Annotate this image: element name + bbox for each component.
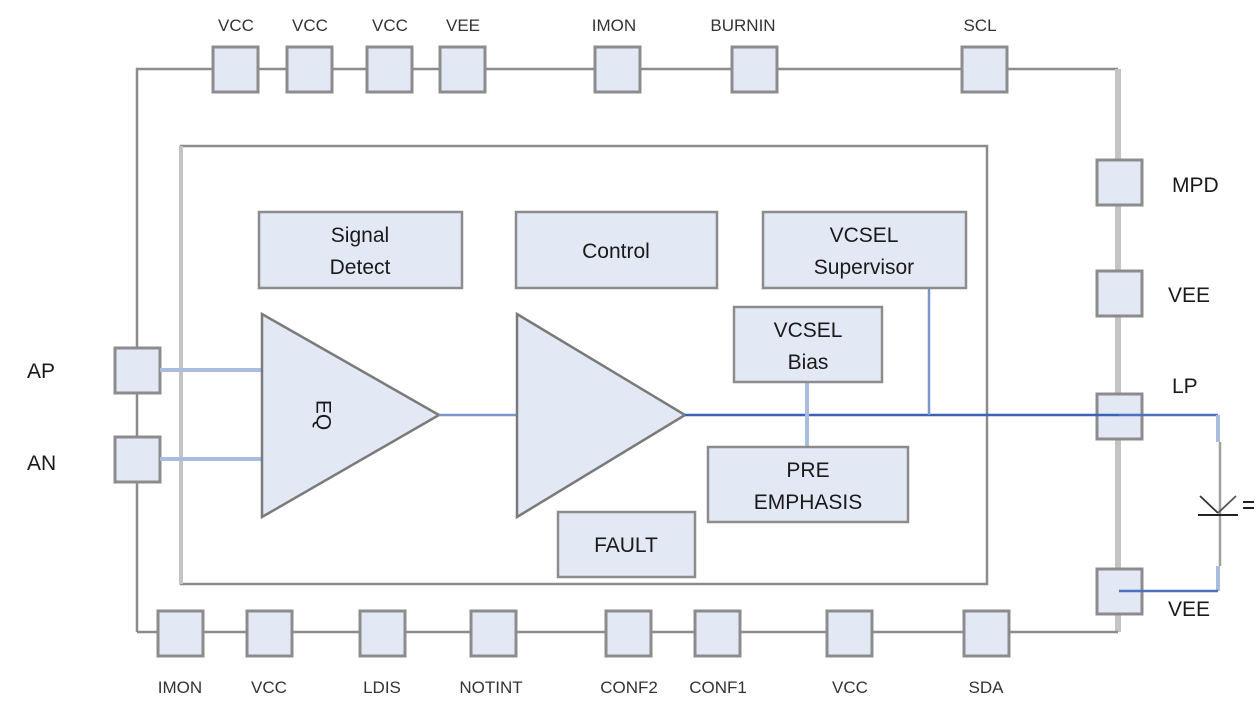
pin-label: LP [1172,375,1198,398]
pin-label: IMON [158,678,202,697]
block-label: VCSEL [774,319,843,342]
pad-bottom-imon [156,609,205,658]
pin-label: VCC [832,678,868,697]
pin-label: NOTINT [459,678,522,697]
pad-top-vee [438,45,487,94]
pad-top-scl [960,45,1009,94]
pad-top-vcc-1 [211,45,260,94]
top-pins: VCC VCC VCC VEE IMON BURNIN SCL [211,16,1009,94]
pin-label: CONF2 [600,678,658,697]
pin-label: SDA [969,678,1005,697]
pin-label: VCC [251,678,287,697]
eq-label: EQ [311,400,334,430]
pad-top-burnin [730,45,779,94]
block-label: VCSEL [830,224,899,247]
pin-label: LDIS [363,678,401,697]
pad-right-lp [1095,392,1144,441]
vcsel-bias-block: VCSEL Bias [732,305,884,384]
eq-amplifier: EQ [260,311,442,520]
pin-label: MPD [1172,174,1219,197]
pin-label: VCC [292,16,328,35]
pin-label: VCC [218,16,254,35]
pin-label: VEE [446,16,480,35]
block-label: PRE [786,459,829,482]
pad-left-an [113,435,162,484]
pad-bottom-conf1 [693,609,742,658]
block-label: Bias [788,351,829,374]
bottom-pins: IMON VCC LDIS NOTINT CONF2 CONF1 VCC SDA [156,609,1011,697]
control-block: Control [514,210,719,290]
pad-right-mpd [1095,158,1144,207]
pin-label: SCL [963,16,996,35]
pin-label: AN [27,452,56,475]
pin-label: CONF1 [689,678,747,697]
pad-top-vcc-3 [365,45,414,94]
pin-label: VCC [372,16,408,35]
left-pins: AP AN [27,346,162,484]
fault-block: FAULT [556,510,697,579]
pin-label: IMON [592,16,636,35]
block-label: FAULT [594,534,658,557]
driver-amplifier [515,311,688,520]
block-label: Signal [331,224,389,247]
vcsel-supervisor-block: VCSEL Supervisor [761,210,968,290]
pad-bottom-notint [469,609,518,658]
block-label: Detect [330,256,391,279]
pad-right-vee-1 [1095,269,1144,318]
pad-top-vcc-2 [285,45,334,94]
block-label: EMPHASIS [754,491,863,514]
block-label: Control [582,240,650,263]
pad-bottom-conf2 [604,609,653,658]
block-label: Supervisor [814,256,914,279]
vcsel-diode-icon [1198,495,1254,516]
pad-bottom-vcc-2 [825,609,874,658]
signal-detect-block: Signal Detect [257,210,464,290]
pad-left-ap [113,346,162,395]
pin-label: VEE [1168,284,1210,307]
pin-label: VEE [1168,598,1210,621]
pre-emphasis-block: PRE EMPHASIS [706,445,910,524]
pad-bottom-vcc-1 [245,609,294,658]
pad-bottom-ldis [358,609,407,658]
pad-top-imon [593,45,642,94]
pin-label: AP [27,360,55,383]
pad-bottom-sda [962,609,1011,658]
pin-label: BURNIN [710,16,775,35]
